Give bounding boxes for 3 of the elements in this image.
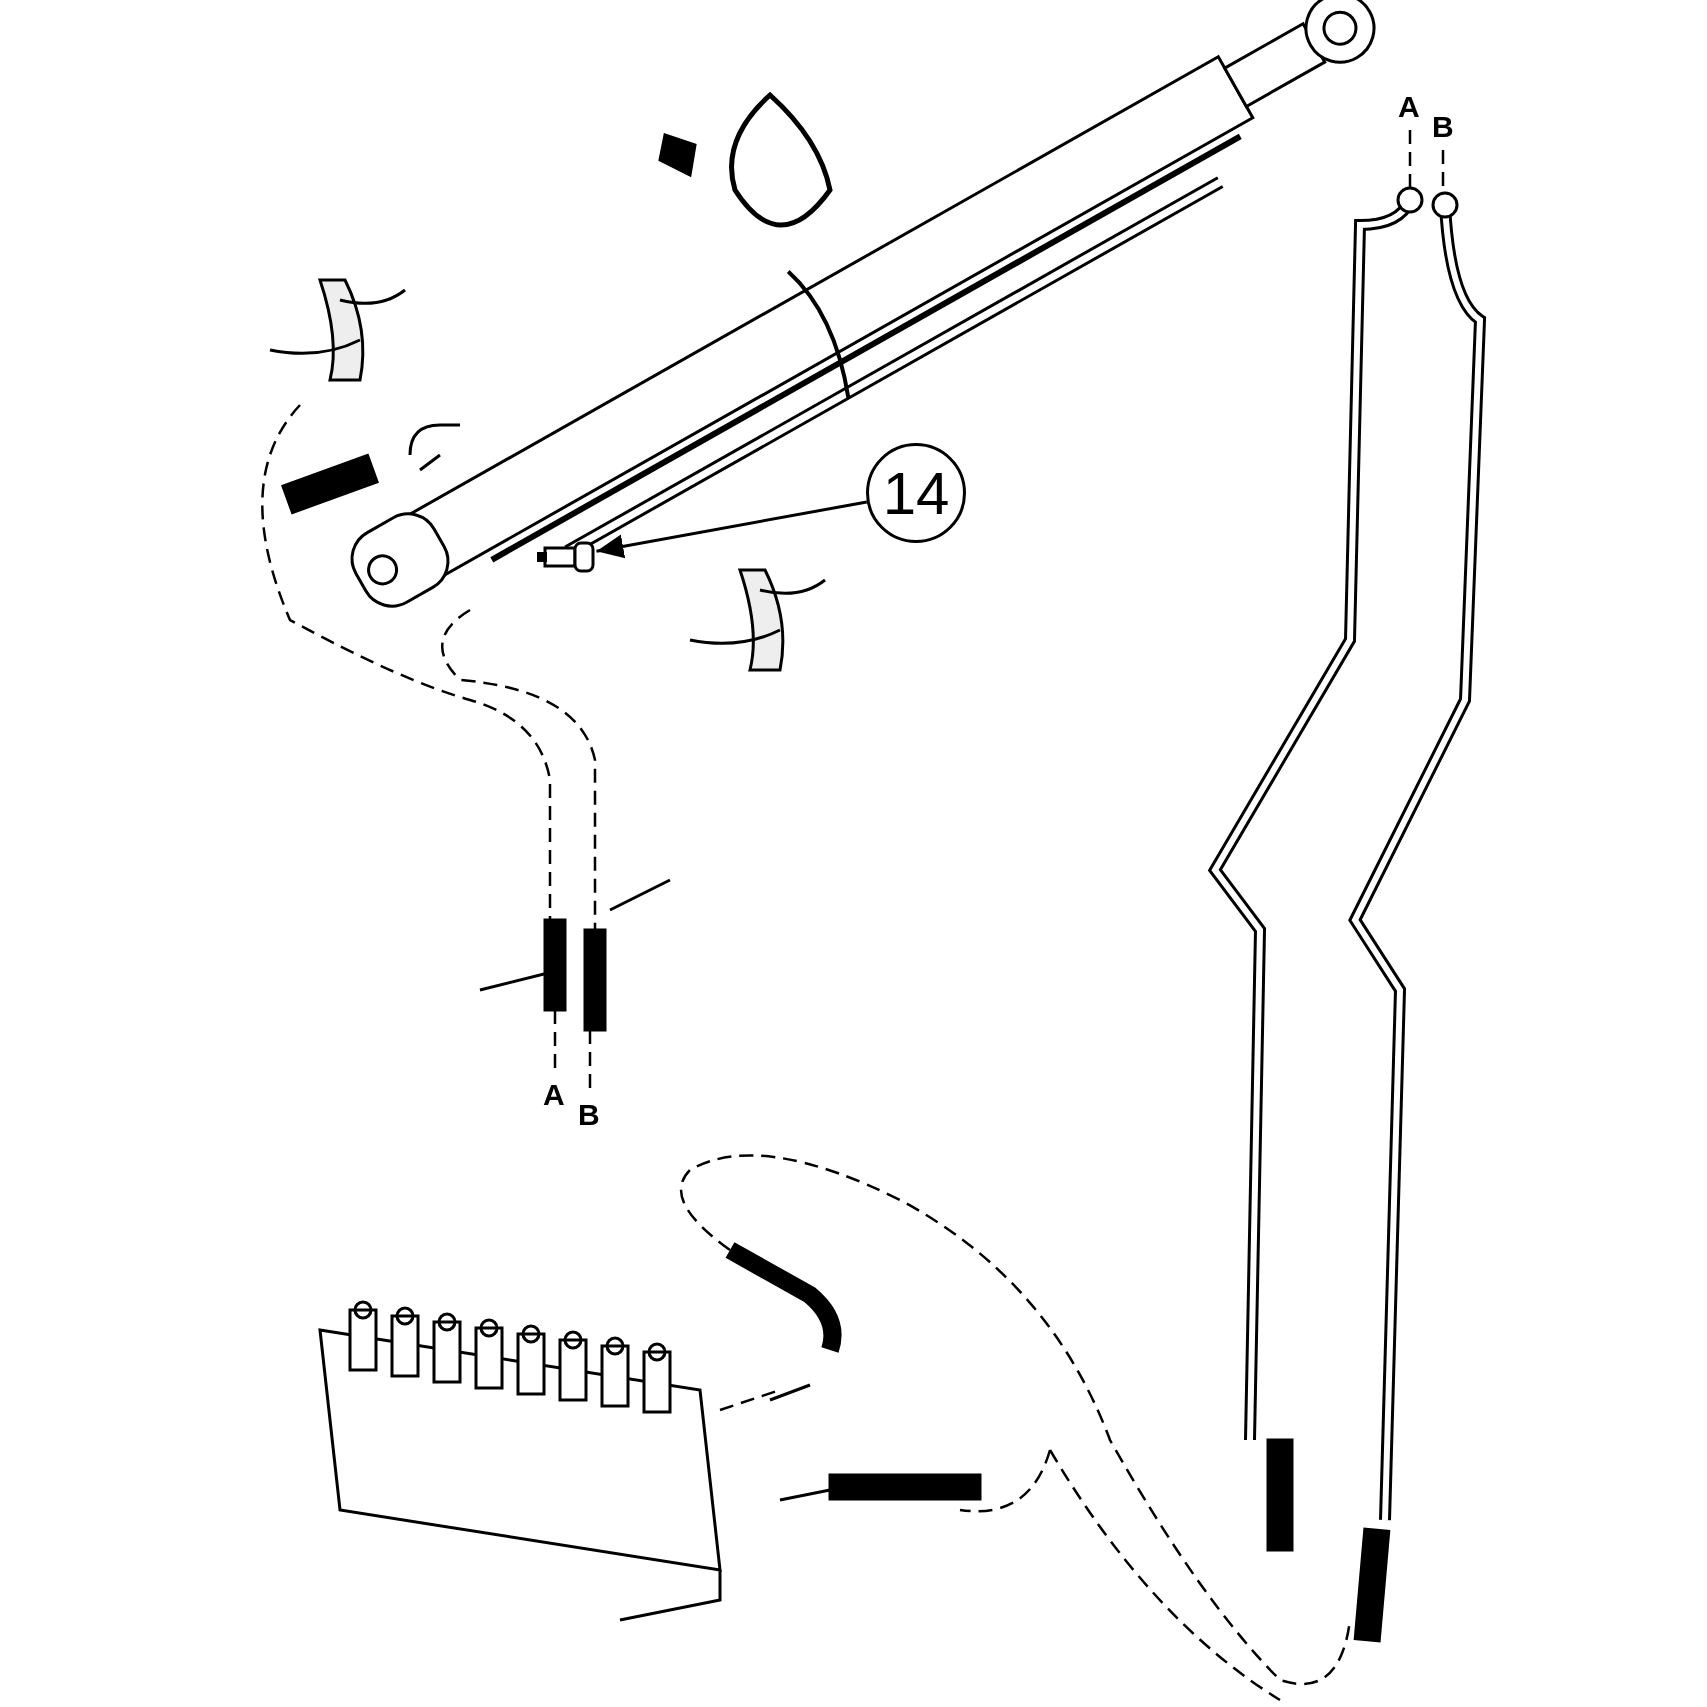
fitting-drawing (537, 541, 595, 573)
callout-number: 14 (866, 443, 966, 543)
leader-line (596, 500, 868, 559)
